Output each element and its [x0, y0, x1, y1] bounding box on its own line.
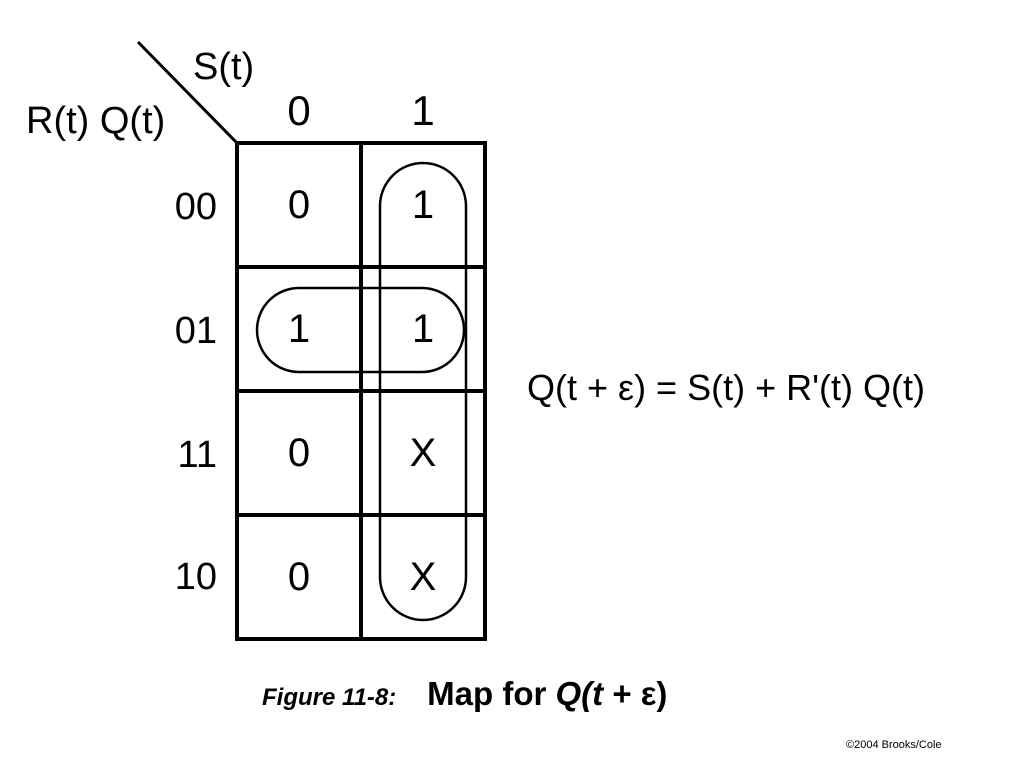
map-cell-r11-s0: 0 — [287, 430, 311, 475]
row-variable-label: R(t) Q(t) — [26, 100, 166, 142]
row-header-10: 10 — [174, 556, 217, 598]
row-header-01: 01 — [174, 310, 217, 352]
column-header-0: 0 — [287, 87, 311, 134]
row-header-11: 11 — [177, 434, 217, 476]
corner-diagonal — [136, 40, 239, 145]
map-cell-r11-s1: X — [409, 430, 437, 475]
map-cell-r01-s1: 1 — [411, 306, 435, 351]
vertical-group-loop — [378, 161, 468, 622]
row-header-00: 00 — [174, 186, 217, 228]
figure-title: Map for Q(t + ε) — [427, 675, 668, 712]
map-cell-r10-s0: 0 — [287, 554, 311, 599]
figure-caption: Figure 11-8: Map for Q(t + ε) — [262, 675, 667, 713]
map-cell-r00-s0: 0 — [287, 182, 311, 227]
boolean-equation: Q(t + ε) = S(t) + R'(t) Q(t) — [527, 367, 925, 408]
column-header-1: 1 — [411, 87, 435, 134]
figure-number: Figure 11-8: — [262, 684, 397, 711]
map-cell-r10-s1: X — [409, 554, 437, 599]
horizontal-group-loop — [255, 286, 466, 374]
column-variable-label: S(t) — [193, 46, 255, 88]
map-cell-r00-s1: 1 — [411, 182, 435, 227]
map-cell-r01-s0: 1 — [287, 306, 311, 351]
copyright-notice: ©2004 Brooks/Cole — [846, 739, 942, 751]
